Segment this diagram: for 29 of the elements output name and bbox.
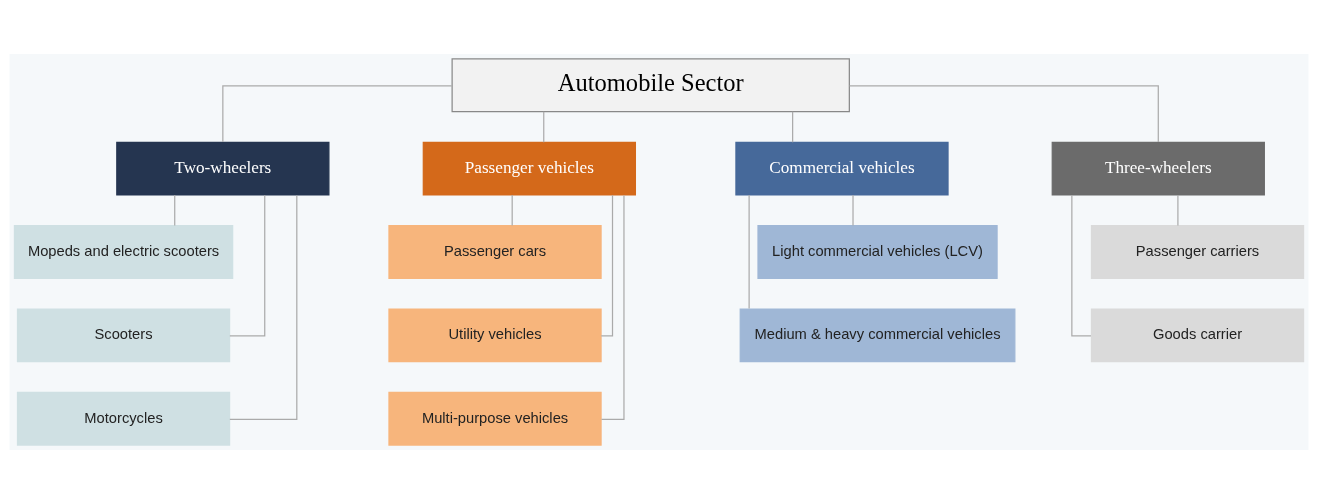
connector xyxy=(852,194,854,227)
connector xyxy=(748,194,750,310)
node-box: Utility vehicles xyxy=(388,308,602,363)
node-box: Light commercial vehicles (LCV) xyxy=(757,225,998,279)
node-box: Commercial vehicles xyxy=(735,141,949,196)
connector xyxy=(1071,194,1092,337)
connector xyxy=(511,194,513,227)
node-box: Scooters xyxy=(16,308,231,363)
connector xyxy=(600,194,614,337)
node-box: Motorcycles xyxy=(16,391,231,446)
connector xyxy=(229,194,298,420)
node-box: Two-wheelers xyxy=(116,141,330,196)
connector xyxy=(222,85,453,143)
node-box: Passenger vehicles xyxy=(422,141,636,196)
node-box: Passenger carriers xyxy=(1090,225,1305,279)
node-box: Passenger cars xyxy=(388,225,602,279)
connector xyxy=(229,194,266,337)
node-box: Multi-purpose vehicles xyxy=(388,391,602,446)
node-box: Medium & heavy commercial vehicles xyxy=(739,308,1016,363)
connector xyxy=(792,111,794,143)
node-box: Mopeds and electric scooters xyxy=(13,225,234,279)
connector xyxy=(1177,194,1179,227)
connector xyxy=(174,194,176,227)
node-box: Automobile Sector xyxy=(451,58,850,113)
node-box: Goods carrier xyxy=(1090,308,1305,363)
connector xyxy=(600,194,625,420)
node-box: Three-wheelers xyxy=(1051,141,1265,196)
connector xyxy=(848,85,1159,143)
connector xyxy=(543,111,545,143)
